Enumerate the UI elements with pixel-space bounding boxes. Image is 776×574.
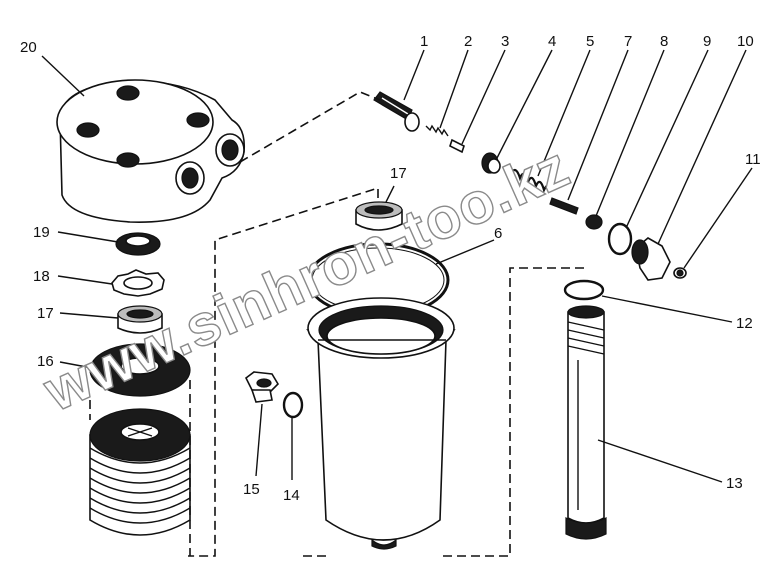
callout-17-left: 17 (37, 305, 54, 322)
callout-2: 2 (464, 33, 472, 50)
part-1-valve-body (373, 91, 420, 132)
part-9-o-ring-small (607, 222, 633, 256)
callout-3: 3 (501, 33, 509, 50)
leader-lines (41, 49, 753, 483)
callout-5: 5 (586, 33, 594, 50)
callout-15: 15 (243, 481, 260, 498)
callout-13: 13 (726, 475, 743, 492)
part-8-nut (585, 214, 603, 230)
callout-8: 8 (660, 33, 668, 50)
callout-12: 12 (736, 315, 753, 332)
part-7-plunger (549, 197, 579, 215)
part-5-spring (511, 168, 550, 194)
callout-4: 4 (548, 33, 556, 50)
part-12-o-ring (563, 279, 605, 301)
part-18-lock-washer (111, 269, 165, 297)
part-15-drain-plug (244, 371, 280, 403)
part-20-housing-cover (56, 79, 246, 223)
callout-14: 14 (283, 487, 300, 504)
callout-11: 11 (745, 151, 761, 168)
part-19-seal (115, 232, 161, 256)
callout-10: 10 (737, 33, 754, 50)
part-17-bushing-left (117, 305, 163, 334)
callout-1: 1 (420, 33, 428, 50)
part-13-center-tube (565, 305, 607, 540)
callout-17-upper: 17 (390, 165, 407, 182)
part-10-cap-plug (631, 237, 671, 281)
callout-18: 18 (33, 268, 50, 285)
part-14-washer (282, 391, 304, 419)
callout-16: 16 (37, 353, 54, 370)
assembly-line-cover-to-valve (239, 91, 381, 163)
assembly-line-tube-to-bowl (440, 267, 584, 557)
part-11-small-screw (673, 267, 687, 279)
callout-7: 7 (624, 33, 632, 50)
callout-19: 19 (33, 224, 50, 241)
filter-bowl (306, 297, 456, 550)
assembly-line-bushing-to-element (188, 186, 379, 557)
part-3-pin (449, 138, 465, 154)
callout-9: 9 (703, 33, 711, 50)
callout-6: 6 (494, 225, 502, 242)
part-17-bushing-upper (355, 201, 403, 231)
part-4-valve-seat (481, 152, 501, 174)
part-16-filter-element (89, 343, 191, 536)
callout-20: 20 (20, 39, 37, 56)
part-2-spring-small (425, 124, 449, 137)
